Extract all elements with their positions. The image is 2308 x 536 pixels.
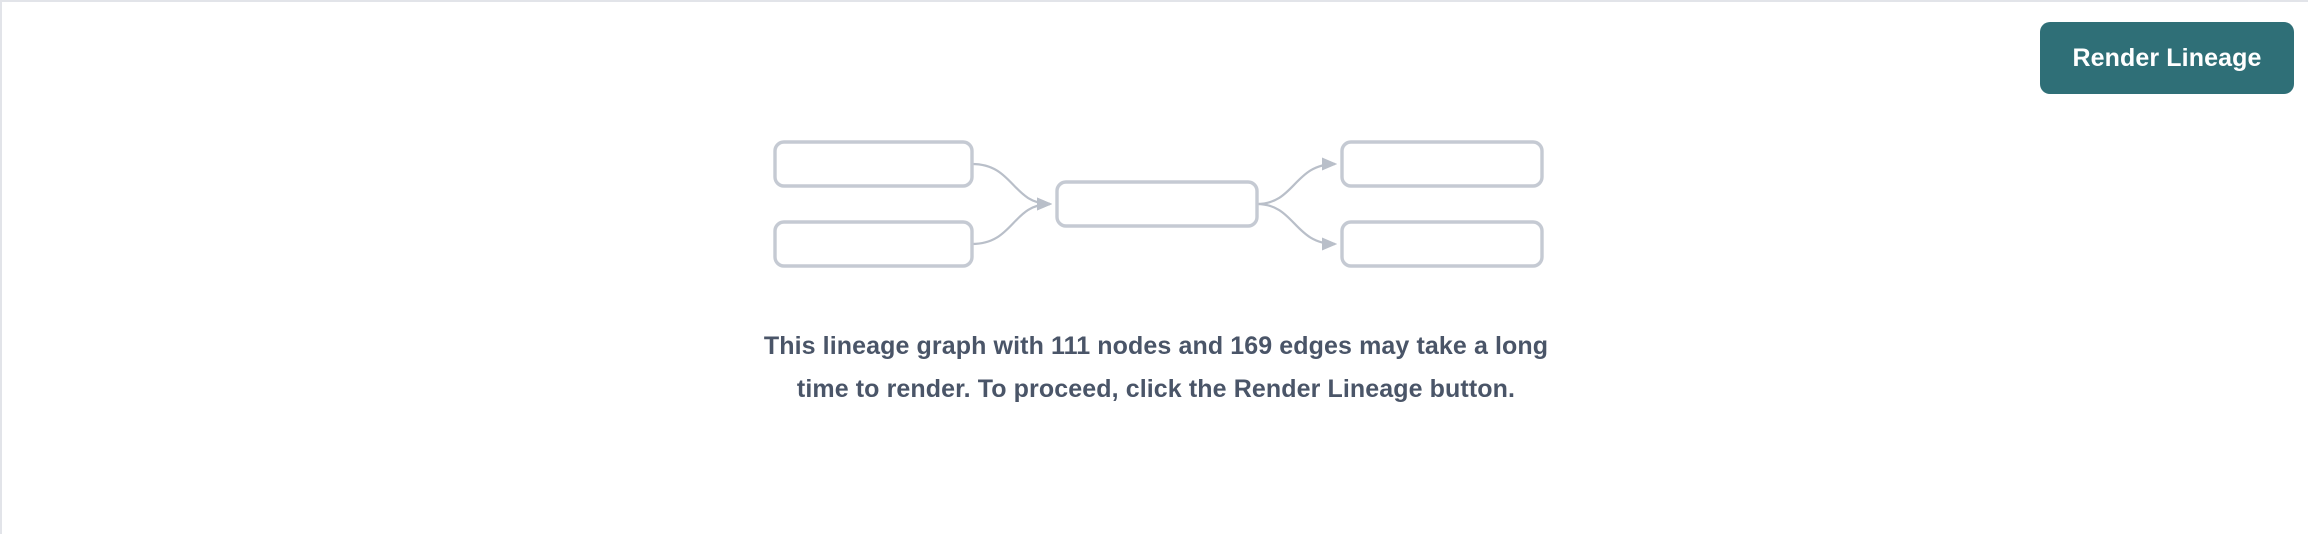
- graph-node-upstream-2: [773, 220, 974, 268]
- graph-node-upstream-1: [773, 140, 974, 188]
- placeholder-message: This lineage graph with 111 nodes and 16…: [763, 332, 1549, 403]
- toolbar: Render Lineage: [2, 2, 2308, 114]
- render-lineage-button[interactable]: Render Lineage: [2040, 22, 2294, 94]
- graph-edge-downstream-2: [1256, 202, 1338, 251]
- graph-edge-upstream-1: [971, 162, 1053, 211]
- graph-node-downstream-2: [1340, 220, 1544, 268]
- graph-node-downstream-1: [1340, 140, 1544, 188]
- graph-node-focus: [1055, 180, 1259, 228]
- graph-edge-downstream-1: [1256, 157, 1338, 206]
- graph-edge-upstream-2: [971, 197, 1053, 246]
